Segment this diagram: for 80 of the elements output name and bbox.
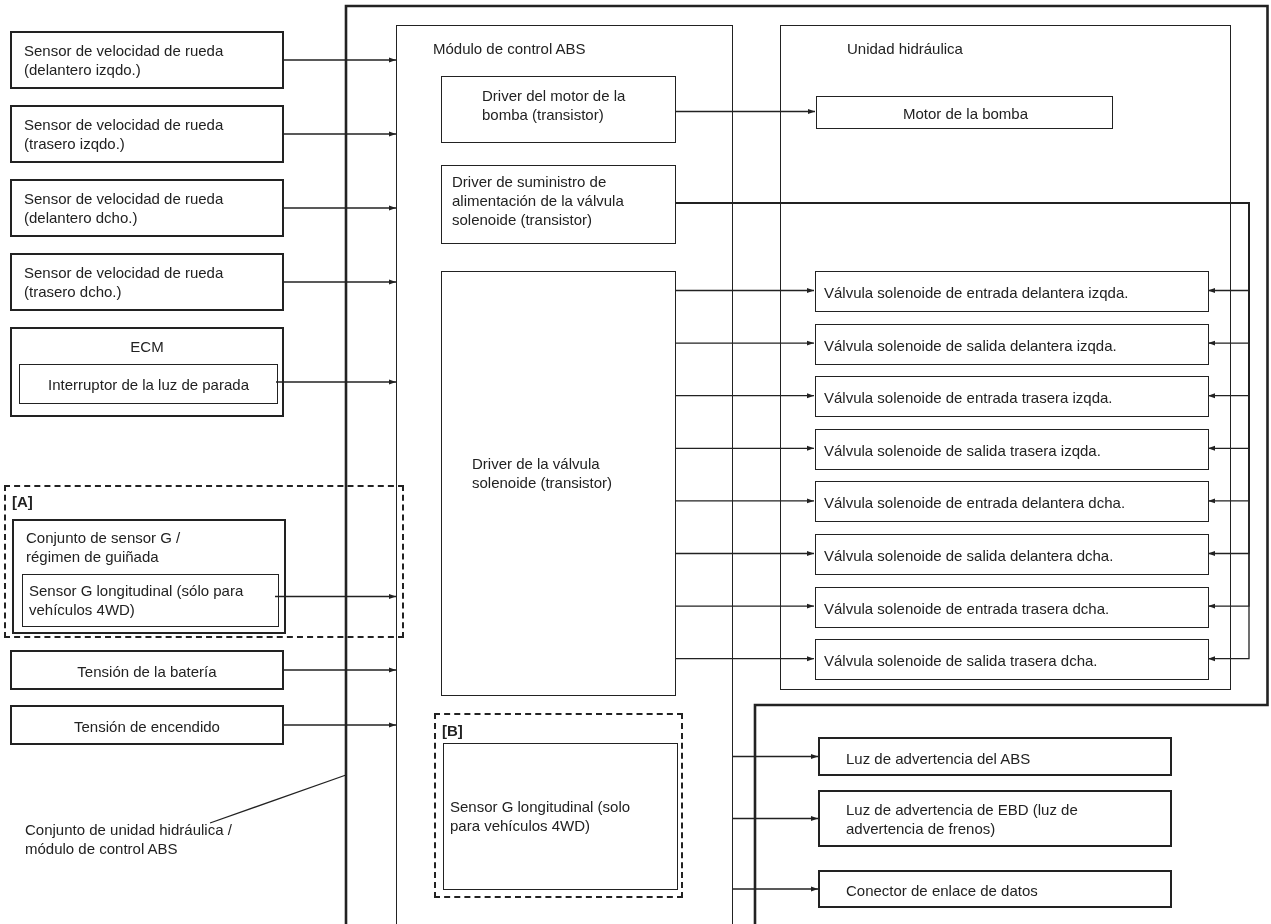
block-box <box>815 481 1209 523</box>
arrow <box>674 445 815 451</box>
block-box <box>10 253 284 311</box>
block-box <box>19 364 278 404</box>
block-label: ECM <box>129 337 165 356</box>
block-label: Sensor de velocidad de rueda (trasero dcho.) <box>24 263 225 301</box>
block-box <box>815 376 1209 418</box>
assembly-outline <box>346 6 1269 924</box>
block-box <box>780 25 1231 690</box>
block-box <box>10 705 284 745</box>
arrow <box>275 379 397 385</box>
block-box <box>441 76 676 143</box>
arrow <box>732 816 819 821</box>
block-label: Válvula solenoide de entrada trasera izqda. <box>824 388 1114 408</box>
arrow <box>674 551 815 556</box>
arrow <box>674 498 815 504</box>
leader-line <box>209 774 347 824</box>
group-tag: [A] <box>12 492 72 511</box>
block-box <box>815 323 1209 365</box>
block-box <box>815 639 1209 681</box>
block-box <box>12 519 286 634</box>
arrow <box>674 603 815 609</box>
block-box <box>441 165 676 244</box>
block-label: Sensor de velocidad de rueda (trasero izqdo.) <box>24 115 225 153</box>
block-box <box>10 105 284 163</box>
block-label: Válvula solenoide de entrada delantera dcha. <box>824 493 1127 513</box>
dashed-group-box <box>434 713 683 898</box>
block-box <box>815 534 1209 575</box>
block-box <box>22 574 279 627</box>
block-box <box>443 743 678 890</box>
block-label: Tensión de la batería <box>76 662 218 681</box>
block-box <box>816 96 1113 129</box>
arrow <box>283 57 397 63</box>
block-label: Motor de la bomba <box>901 104 1030 123</box>
block-box <box>815 271 1209 312</box>
block-label: Conector de enlace de datos <box>846 881 1039 900</box>
block-box <box>10 327 284 417</box>
block-label: Driver de la válvula solenoide (transistor) <box>472 454 614 492</box>
block-box <box>815 428 1209 470</box>
block-label: Driver de suministro de alimentación de la válvula solenoide (transistor) <box>452 172 625 229</box>
arrow <box>674 340 815 346</box>
assembly-caption: Conjunto de unidad hidráulica / módulo de control ABS <box>25 820 233 858</box>
block-label: Válvula solenoide de entrada trasera dcha. <box>824 598 1111 618</box>
block-label: Unidad hidráulica <box>847 39 964 58</box>
block-label: Sensor de velocidad de rueda (delantero dcho.) <box>24 189 225 227</box>
block-label: Interruptor de la luz de parada <box>47 375 250 394</box>
arrow <box>274 594 397 599</box>
group-tag: [B] <box>442 721 502 740</box>
arrow <box>283 279 397 285</box>
arrow <box>283 131 397 137</box>
arrow <box>674 288 815 293</box>
arrow <box>674 656 815 662</box>
block-label: Módulo de control ABS <box>433 39 587 58</box>
arrow <box>674 109 816 114</box>
block-label: Sensor G longitudinal (solo para vehículos 4WD) <box>450 797 632 835</box>
block-label: Válvula solenoide de salida delantera dcha. <box>824 546 1115 565</box>
block-label: Válvula solenoide de salida delantera izqda. <box>824 335 1118 355</box>
arrow <box>732 886 819 892</box>
block-label: Driver del motor de la bomba (transistor) <box>482 86 627 124</box>
arrow <box>283 722 397 728</box>
arrow <box>283 205 397 211</box>
arrow <box>732 754 819 759</box>
block-label: Luz de advertencia del ABS <box>846 749 1032 768</box>
module-box <box>396 25 733 924</box>
block-label: Conjunto de sensor G / régimen de guiñada <box>26 528 182 566</box>
block-box <box>10 650 284 690</box>
block-box <box>441 271 676 696</box>
block-box <box>815 586 1209 628</box>
arrow <box>674 393 815 399</box>
block-label: Válvula solenoide de entrada delantera izqda. <box>824 283 1130 302</box>
block-box <box>10 179 284 237</box>
block-box <box>10 31 284 89</box>
dashed-group-box <box>4 485 404 638</box>
block-label: Válvula solenoide de salida trasera izqda. <box>824 440 1102 460</box>
arrow <box>283 667 397 673</box>
block-label: Sensor G longitudinal (sólo para vehículos 4WD) <box>29 581 244 619</box>
block-label: Luz de advertencia de EBD (luz de advertencia de frenos) <box>846 800 1079 838</box>
block-label: Sensor de velocidad de rueda (delantero izqdo.) <box>24 41 225 79</box>
block-label: Válvula solenoide de salida trasera dcha. <box>824 651 1099 671</box>
block-label: Tensión de encendido <box>73 717 221 736</box>
